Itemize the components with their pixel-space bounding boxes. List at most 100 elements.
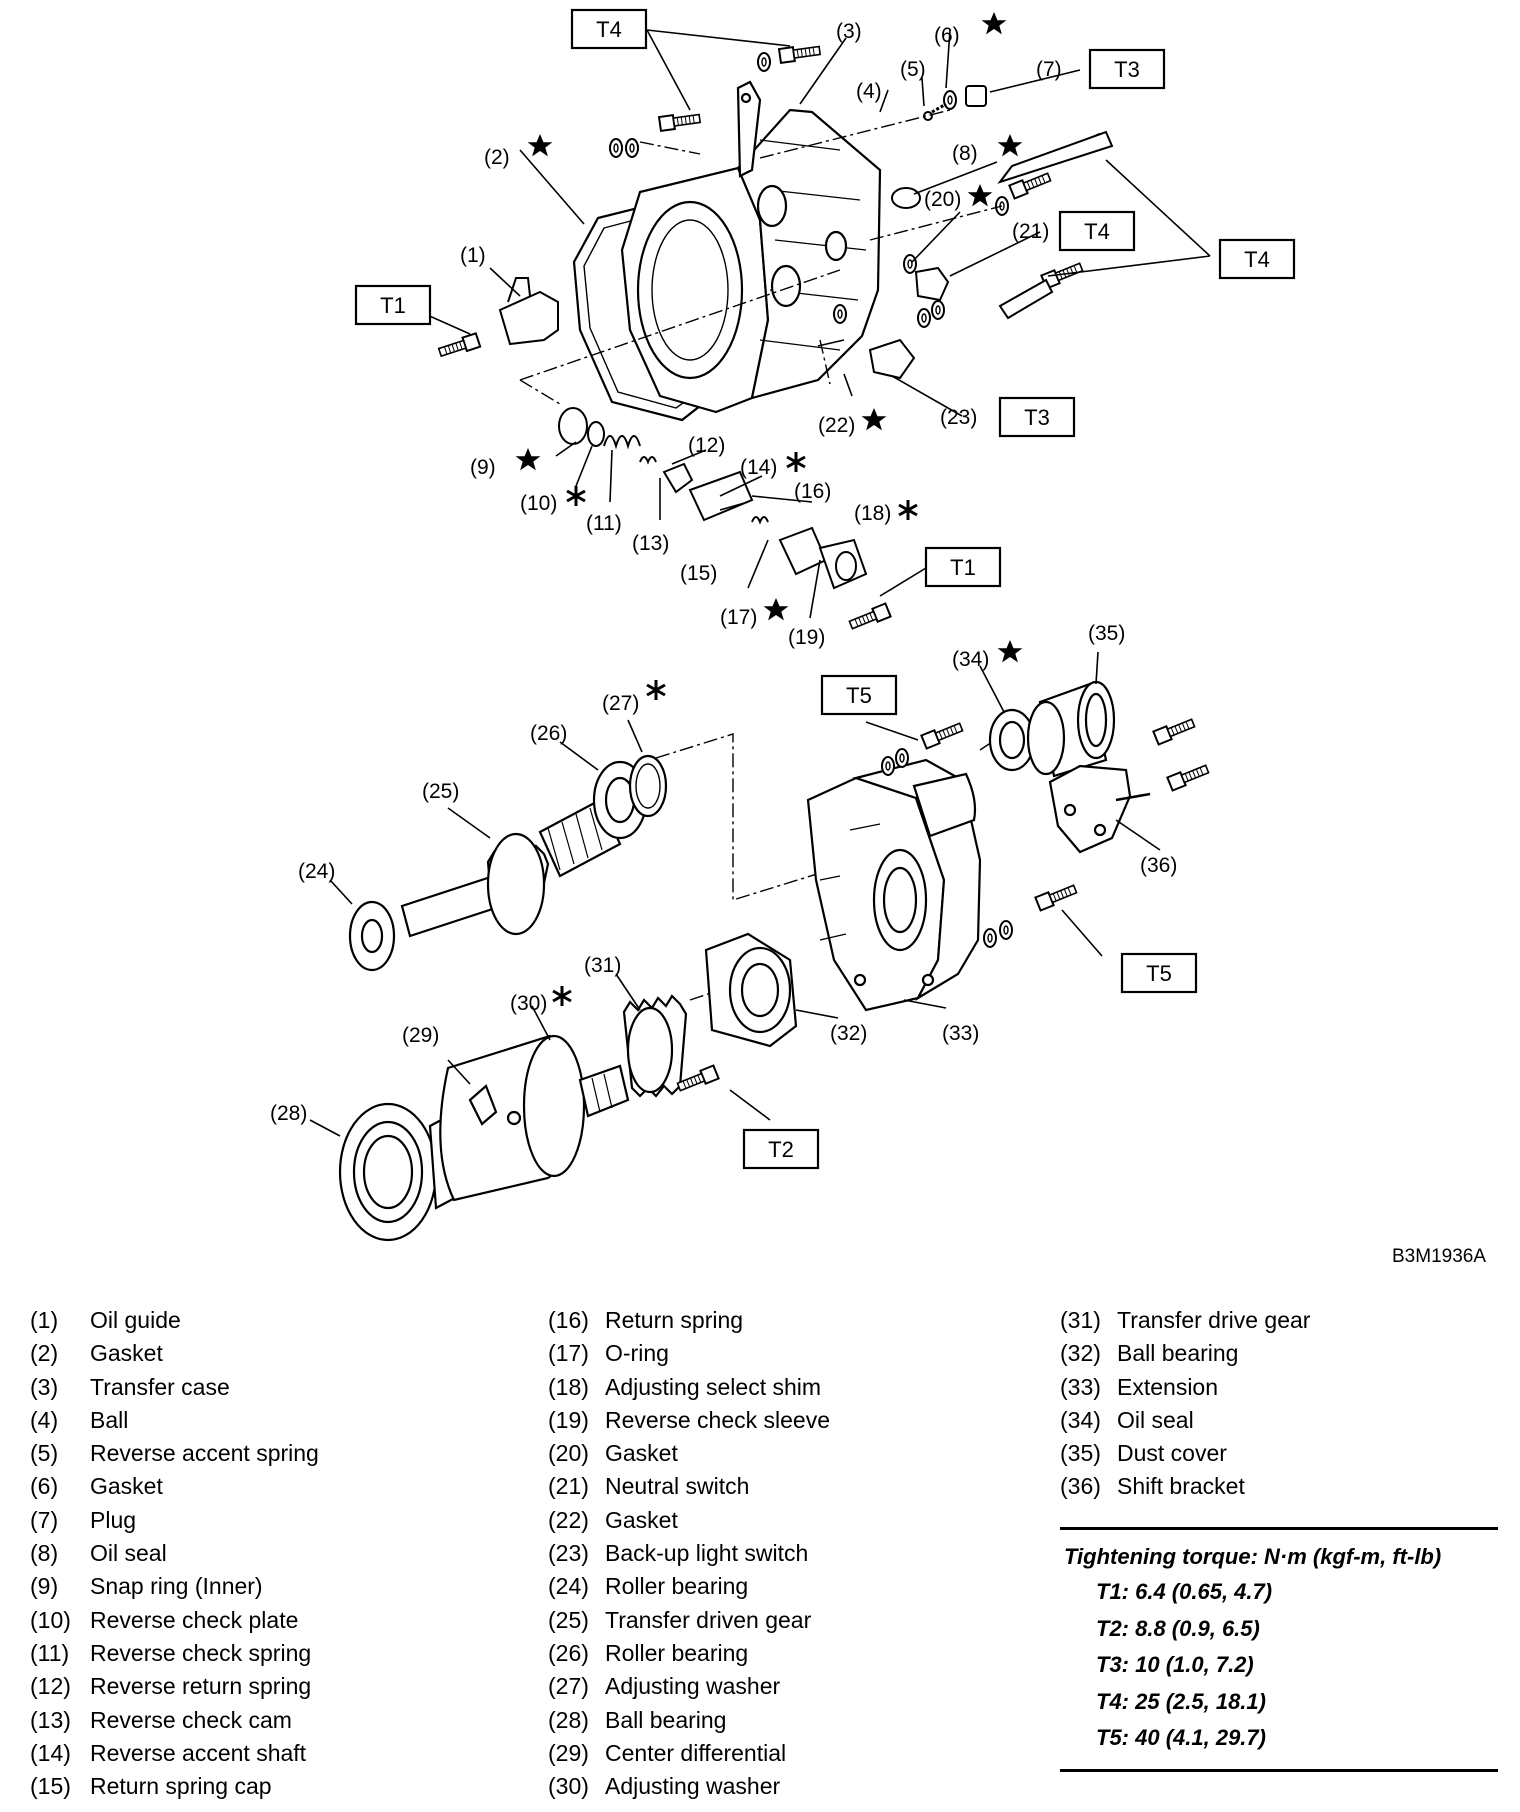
legend-item-number: (2) [30, 1340, 59, 1367]
legend-item-name: Reverse accent shaft [90, 1739, 307, 1766]
legend-item-name: Gasket [90, 1473, 163, 1500]
legend-item: (31) Transfer drive gear [1060, 1304, 1310, 1337]
legend-item: (20)Gasket [548, 1437, 830, 1470]
callout-9: (9) [470, 456, 496, 479]
callout-25: (25) [422, 780, 459, 803]
driven-gear-shaft-drawing [348, 754, 668, 972]
legend-item: (8)Oil seal [30, 1537, 319, 1570]
legend-item: (21) Neutral switch [548, 1470, 830, 1503]
legend-item-name: Adjusting washer [605, 1673, 781, 1700]
legend-item-number: (33) [1060, 1373, 1101, 1400]
legend-item-name: Adjusting washer [605, 1773, 781, 1800]
legend-item-number: (13) [30, 1706, 71, 1733]
figure-code: B3M1936A [1392, 1246, 1487, 1267]
legend-item-number: (25) [548, 1606, 589, 1633]
legend-item-name: Roller bearing [605, 1639, 749, 1666]
legend-item: (25) Transfer driven gear [548, 1604, 830, 1637]
legend-item: (35)Dust cover [1060, 1437, 1310, 1470]
legend-item: (32) Ball bearing [1060, 1337, 1310, 1370]
legend-item: (33) Extension [1060, 1371, 1310, 1404]
callout-24: (24) [298, 860, 335, 883]
callout-12: (12) [688, 434, 725, 457]
callout-21: (21) [1012, 220, 1049, 243]
legend-item: (29)Center differential [548, 1737, 830, 1770]
legend-item: (1)Oil guide [30, 1304, 319, 1337]
transfer-case-drawing [572, 80, 882, 422]
legend-item-name: Extension [1117, 1373, 1219, 1400]
legend-item-number: (17) [548, 1340, 589, 1367]
legend-item-name: Ball bearing [1117, 1340, 1239, 1367]
oil-guide-part [498, 277, 559, 346]
legend-item-name: Plug [90, 1506, 137, 1533]
legend-item: (34)Oil seal [1060, 1404, 1310, 1437]
torque-box-t4-top: T4 [596, 17, 622, 42]
ball-bearing-32 [675, 932, 798, 1095]
torque-t2: T2: 8.8 (0.9, 6.5) [1096, 1615, 1260, 1641]
legend-item-name: Neutral switch [605, 1473, 750, 1500]
legend-item-number: (5) [30, 1440, 59, 1467]
callout-30: (30) [510, 992, 547, 1015]
callout-20: (20) [924, 188, 961, 211]
callout-31: (31) [584, 954, 621, 977]
callout-10: (10) [520, 492, 557, 515]
legend-item-number: (20) [548, 1440, 589, 1467]
legend-item-name: Center differential [605, 1739, 787, 1766]
legend-item-name: Gasket [90, 1340, 163, 1367]
legend-item-name: Transfer driven gear [605, 1606, 812, 1633]
legend-item-number: (19) [548, 1406, 589, 1433]
callout-17: (17) [720, 606, 757, 629]
legend-item: (2) Gasket [30, 1337, 319, 1370]
callout-28: (28) [270, 1102, 307, 1125]
legend-item-name: Transfer drive gear [1117, 1307, 1311, 1333]
legend-item-number: (4) [30, 1406, 59, 1433]
legend-item: (30) Adjusting washer [548, 1770, 830, 1803]
legend-item-name: Ball [90, 1406, 129, 1433]
legend-item: (28) Ball bearing [548, 1704, 830, 1737]
callout-27: (27) [602, 692, 639, 715]
legend-item-number: (21) [548, 1473, 589, 1500]
callout-6: (6) [934, 24, 960, 47]
legend-item: (16)Return spring [548, 1304, 830, 1337]
legend-item-number: (35) [1060, 1440, 1101, 1467]
torque-box-t5-bottom: T5 [1146, 961, 1172, 986]
legend-item-name: Ball bearing [605, 1706, 727, 1733]
legend-item-number: (32) [1060, 1340, 1101, 1367]
legend-item: (7)Plug [30, 1504, 319, 1537]
callout-5: (5) [900, 58, 926, 81]
legend-item: (17) O-ring [548, 1337, 830, 1370]
legend-item-number: (9) [30, 1573, 59, 1600]
legend-item: (36)Shift bracket [1060, 1470, 1310, 1503]
center-differential-drawing [338, 994, 688, 1242]
legend-item-number: (14) [30, 1739, 71, 1766]
legend-item-name: Reverse return spring [90, 1673, 312, 1700]
legend-item-name: Oil seal [1117, 1406, 1194, 1433]
legend-item-number: (24) [548, 1573, 589, 1600]
torque-box-t5-top: T5 [846, 683, 872, 708]
legend-item: (4) Ball [30, 1404, 319, 1437]
shift-bracket-drawing [1048, 715, 1211, 854]
legend-item: (3)Transfer case [30, 1371, 319, 1404]
callout-22: (22) [818, 414, 855, 437]
legend-item-number: (31) [1060, 1307, 1101, 1333]
callout-29: (29) [402, 1024, 439, 1047]
legend-item-number: (26) [548, 1639, 589, 1666]
legend-item-number: (28) [548, 1706, 589, 1733]
legend-item: (6)Gasket [30, 1470, 319, 1503]
callout-11: (11) [586, 512, 622, 535]
legend-item: (27)Adjusting washer [548, 1670, 830, 1703]
callout-35: (35) [1088, 622, 1125, 645]
legend-item-number: (3) [30, 1373, 59, 1400]
extension-housing-drawing [806, 758, 982, 1012]
legend-item-name: Oil guide [90, 1307, 181, 1333]
legend-item-name: O-ring [605, 1340, 669, 1367]
callout-2: (2) [484, 146, 510, 169]
torque-box-t3-top: T3 [1114, 57, 1140, 82]
legend-item-number: (10) [30, 1606, 71, 1633]
legend-item-number: (30) [548, 1773, 589, 1800]
torque-boxes: T4 T3 T4 T4 T1 T3 T1 T5 T5 T2 [354, 8, 1296, 1170]
callout-8: (8) [952, 142, 978, 165]
legend-item-name: Reverse check cam [90, 1706, 292, 1733]
legend-column-1: (1)Oil guide (2) Gasket (3)Transfer case(4)… [30, 1304, 319, 1803]
legend-item-name: Roller bearing [605, 1573, 749, 1600]
callout-15: (15) [680, 562, 717, 585]
